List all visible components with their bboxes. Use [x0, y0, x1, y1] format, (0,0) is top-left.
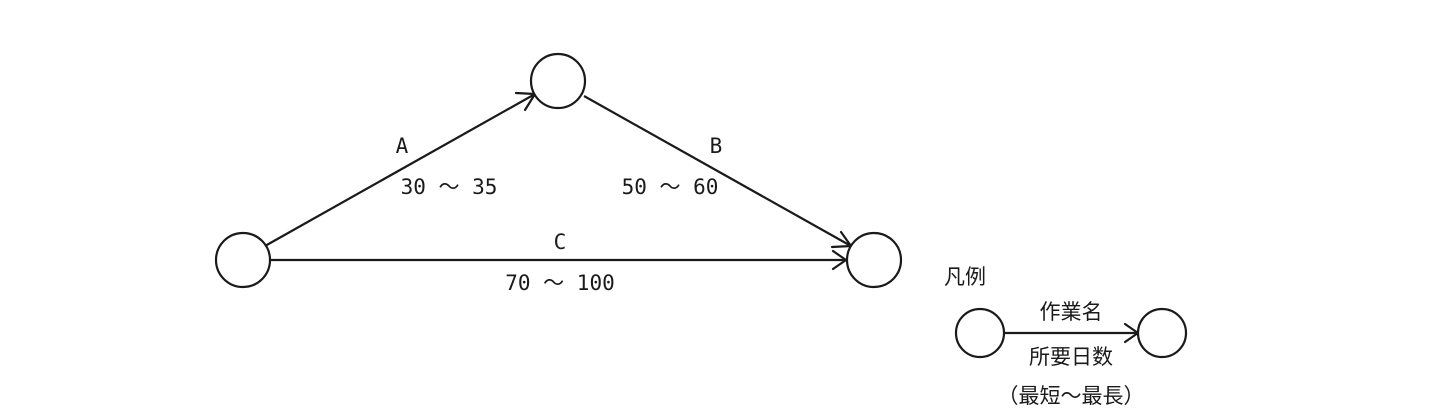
- legend-end-node: [1136, 307, 1188, 359]
- intermediate-node: [529, 52, 587, 110]
- edge-b-duration: 50 ～ 60: [622, 175, 719, 199]
- edge-a-line: [264, 93, 536, 247]
- legend-title: 凡例: [944, 265, 986, 289]
- legend-task-name: 作業名: [1040, 300, 1103, 324]
- legend-duration-range: （最短～最長）: [998, 384, 1145, 408]
- legend: 凡例 作業名 所要日数 （最短～最長）: [944, 265, 1188, 408]
- edge-a-name: A: [396, 134, 409, 158]
- start-node: [214, 231, 272, 289]
- legend-start-node: [954, 307, 1006, 359]
- edge-b-name: B: [710, 134, 723, 158]
- edge-c-name: C: [554, 230, 567, 254]
- end-node: [845, 231, 903, 289]
- legend-required-days: 所要日数: [1029, 345, 1113, 369]
- edge-a-duration: 30 ～ 35: [401, 175, 498, 199]
- edge-c-duration: 70 ～ 100: [505, 271, 615, 295]
- edge-b-line: [583, 95, 852, 247]
